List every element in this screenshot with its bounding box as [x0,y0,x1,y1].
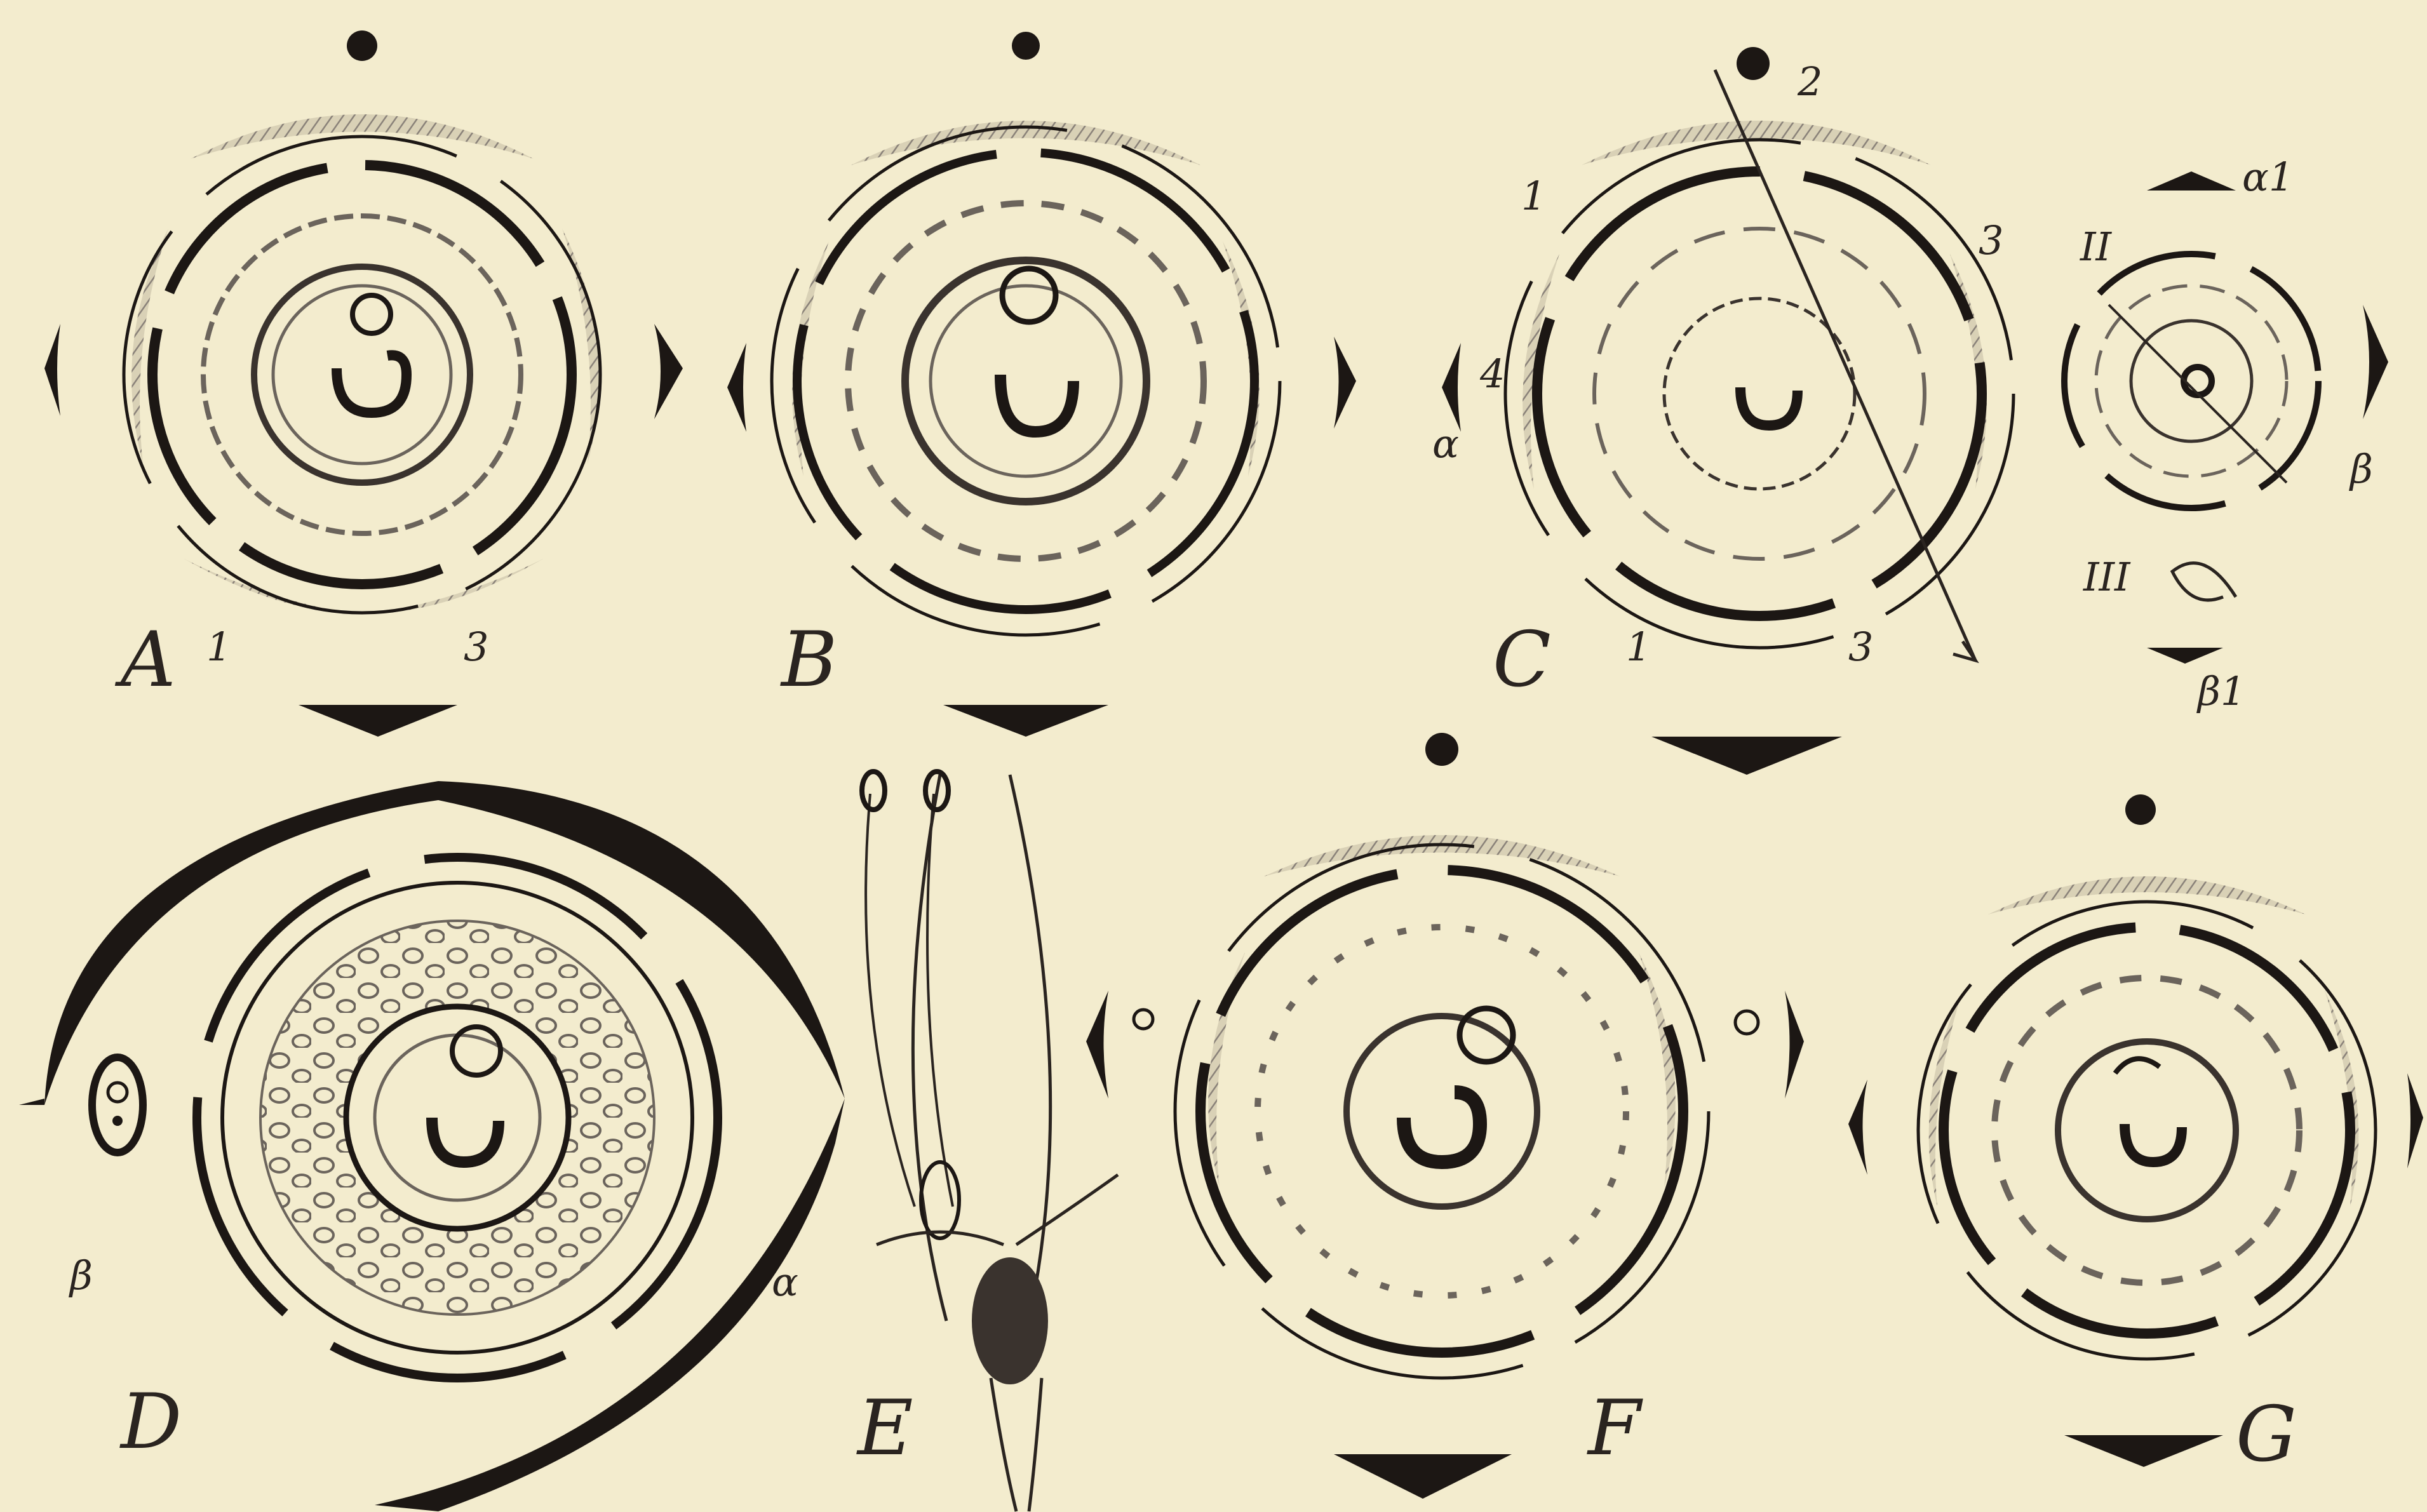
bract-icon [1442,343,1461,432]
inset-symbol: α1 [2242,154,2294,200]
bract-icon [2064,1435,2223,1467]
axis-dot-icon [1737,47,1770,80]
sepal-icon [184,559,346,613]
sepal-icon [1582,121,1931,165]
stamen-whorl-icon [1258,927,1626,1295]
beta-symbol: β [69,1252,93,1299]
bract-icon [44,324,60,416]
axis-dot-icon [1425,733,1458,766]
figure-label-g: G [2236,1391,2297,1479]
bract-icon [2363,305,2388,419]
carpel-icon [972,1257,1048,1384]
bract-icon [19,1099,44,1105]
sepal-icon [1639,953,1676,1188]
petal-icon [152,165,572,584]
figure-a: A 1 3 [44,30,683,737]
bract-icon [2407,1073,2423,1168]
bract-icon [2147,171,2236,191]
sepal-icon [381,559,543,613]
bract-icon [943,705,1108,737]
figure-g: G [1848,794,2423,1479]
petal-icon [797,152,1254,610]
ovule-icon [337,355,407,413]
ovule-icon [2125,1124,2182,1162]
alpha-symbol: α [772,1259,798,1305]
petal-icon [1944,927,2350,1334]
figure-label-c: C [1493,616,1551,704]
figure-b: B [727,32,1356,737]
bract-icon [1334,1454,1512,1499]
figure-f: F [1086,733,1804,1499]
bract-icon [1086,991,1108,1099]
stamen-whorl-icon [1994,978,2299,1283]
petal-number: 3 [1979,217,2003,264]
inset-label: II [2080,224,2112,270]
figure-c-inset: II III α1 β β1 [2064,154,2388,714]
petal-number: 2 [1797,58,1822,105]
petal-icon [1200,870,1683,1353]
stamen-whorl-icon [1594,229,1925,559]
stamen-whorl-icon [866,794,915,1207]
sepal-icon [1988,876,2306,914]
petal-number: 4 [1479,351,1505,397]
figure-label-d: D [119,1378,182,1466]
ovule-icon [1740,387,1798,425]
petal-number: 1 [1626,624,1651,670]
bract-icon [1785,991,1804,1099]
ovule-icon [1000,375,1073,432]
petal-number: 1 [1521,173,1546,219]
alpha-symbol: α [1432,420,1459,467]
sepal-icon [1264,835,1620,876]
bract-icon [1651,737,1842,775]
petal-icon [1537,171,1982,616]
figure-label-b: B [780,616,837,704]
petal-number: 1 [206,624,231,670]
bract-icon [299,705,457,737]
axis-dot-icon [2125,794,2156,825]
bract-icon [1334,337,1356,429]
axis-dot-icon [1012,32,1040,60]
symmetry-axis [1715,70,1975,660]
bract-icon [727,343,746,432]
figure-d: D β α [19,781,845,1511]
axis-dot-icon [347,30,377,61]
carpel-icon [905,260,1146,502]
petal-number: 3 [464,624,488,670]
figure-label-a: A [114,616,176,704]
bract-icon [2147,648,2223,664]
bract-icon [1848,1080,1867,1175]
bract-icon [654,324,683,419]
ovule-icon [1404,1092,1480,1162]
petal-number: 3 [1848,624,1873,670]
inset-symbol: β [2349,446,2373,492]
inset-label: III [2083,554,2131,600]
figure-e: E [856,772,1118,1511]
figure-label-e: E [856,1384,913,1473]
axis-dot-icon [92,1057,143,1153]
figure-label-f: F [1587,1384,1643,1473]
inset-symbol: β1 [2196,668,2245,714]
carpel-icon [2058,1041,2236,1219]
figure-c: C 1 2 3 4 1 3 α [1432,47,2014,775]
carpel-icon [1664,298,1855,489]
